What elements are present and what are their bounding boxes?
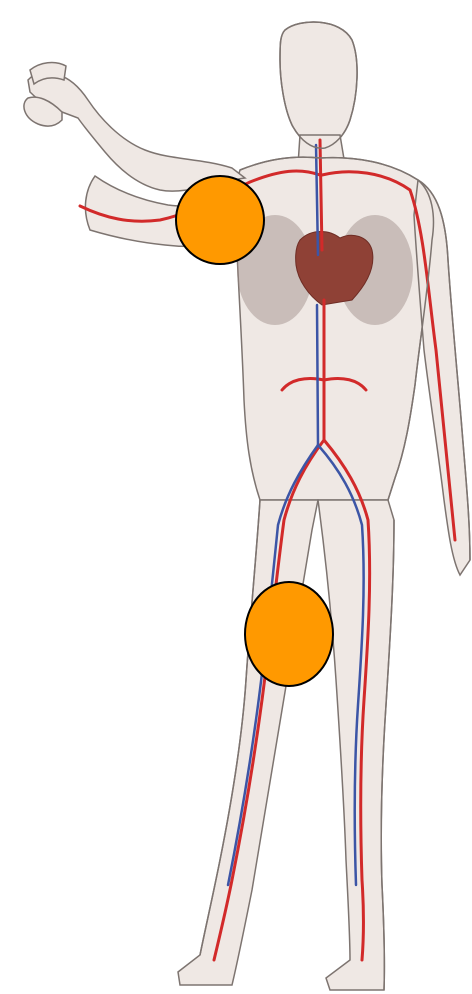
thigh-marker[interactable]	[244, 581, 334, 687]
shoulder-marker[interactable]	[175, 175, 265, 265]
left-leg	[178, 500, 318, 985]
raised-arm	[28, 72, 245, 191]
